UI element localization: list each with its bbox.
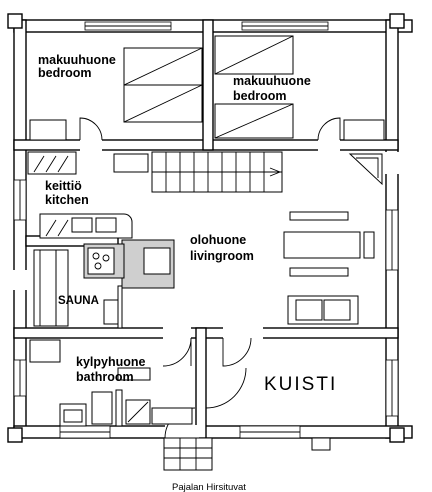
kitchen-counter bbox=[27, 151, 133, 239]
bedroom-left-label-fi: makuuhuone bbox=[38, 53, 116, 67]
bathroom-fixtures bbox=[29, 339, 193, 427]
top-windows bbox=[84, 21, 329, 31]
sauna-label: SAUNA bbox=[58, 295, 99, 307]
bedroom-left-label-en: bedroom bbox=[38, 66, 91, 80]
bedroom-right-label-en: bedroom bbox=[233, 89, 286, 103]
corner-fireplace bbox=[348, 153, 383, 186]
living-furniture bbox=[283, 211, 375, 325]
porch-label: KUISTI bbox=[264, 374, 337, 395]
bedroom-right-beds bbox=[214, 35, 385, 141]
interior-walls bbox=[13, 19, 399, 439]
door-gaps bbox=[13, 139, 399, 439]
porch-steps bbox=[163, 437, 331, 471]
staircase bbox=[113, 151, 283, 193]
living-label-en: livingroom bbox=[190, 249, 254, 263]
kitchen-label-en: kitchen bbox=[45, 193, 89, 207]
sauna-benches bbox=[33, 249, 119, 327]
bedroom-right-label-fi: makuuhuone bbox=[233, 74, 311, 88]
bathroom-label-en: bathroom bbox=[76, 370, 134, 384]
living-label-fi: olohuone bbox=[190, 233, 246, 247]
side-windows bbox=[13, 179, 399, 439]
masonry-heater bbox=[83, 239, 175, 329]
bedroom-left-beds bbox=[29, 47, 203, 141]
bathroom-label-fi: kylpyhuone bbox=[76, 355, 146, 369]
caption: Pajalan Hirsituvat bbox=[172, 482, 246, 492]
kitchen-label-fi: keittiö bbox=[45, 179, 82, 193]
